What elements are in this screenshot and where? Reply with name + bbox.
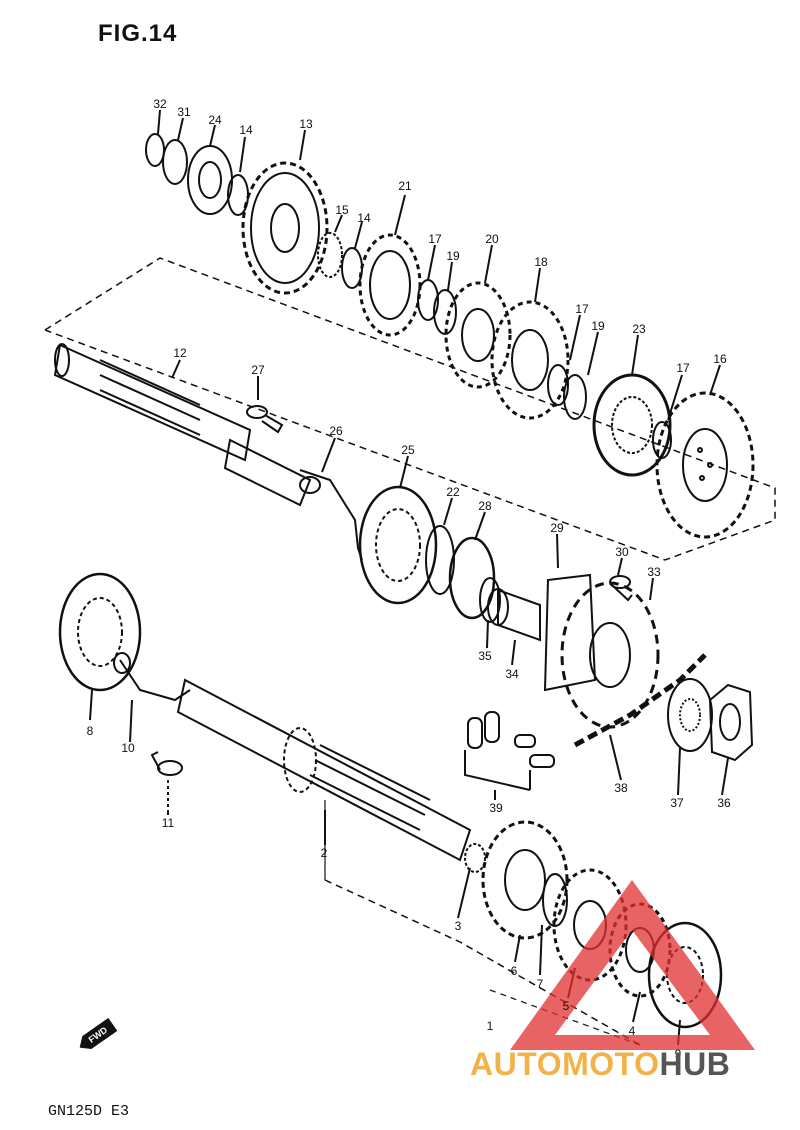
gear-6 [481, 820, 569, 940]
gear-13 [241, 161, 329, 295]
model-code: GN125D E3 [48, 1103, 130, 1120]
part-label: 17 [676, 361, 690, 375]
watermark-logo: AUTOMOTOHUB [470, 1046, 730, 1083]
part-label: 25 [401, 443, 415, 457]
part-label: 27 [251, 363, 265, 377]
group-outline-upper [44, 257, 776, 561]
screw-11 [150, 751, 183, 810]
part-label: 29 [550, 521, 564, 535]
washer-22 [425, 525, 455, 595]
washer-14 [227, 174, 249, 216]
figure-title: FIG.14 [98, 20, 178, 47]
part-label: 12 [173, 346, 187, 360]
part-label: 1 [487, 1019, 494, 1033]
part-label: 17 [575, 302, 589, 316]
part-label: 34 [505, 667, 519, 681]
bearing-8 [58, 572, 142, 692]
plate-29 [543, 573, 597, 692]
part-label: 17 [428, 232, 442, 246]
part-label: 37 [670, 796, 684, 810]
part-label: 11 [162, 816, 175, 830]
circlip-17c [652, 421, 672, 459]
spacer-34 [487, 588, 541, 642]
part-label: 5 [563, 999, 570, 1013]
chain-38 [573, 653, 707, 748]
group-outline-lower [324, 879, 641, 1046]
part-label: 9 [675, 1047, 682, 1061]
part-label: 3 [455, 919, 462, 933]
circlip-17b [547, 364, 569, 406]
part-label: 32 [153, 97, 167, 111]
part-label: 13 [299, 117, 313, 131]
oring-35 [479, 577, 501, 623]
bearing-24 [187, 145, 233, 215]
part-label: 39 [489, 801, 503, 815]
bushing-15 [317, 232, 343, 278]
countershaft-12 [53, 343, 312, 507]
part-label: 23 [632, 322, 646, 336]
part-label: 4 [629, 1024, 636, 1038]
watermark-part3: HUB [659, 1046, 731, 1082]
part-label: 26 [329, 424, 343, 438]
oilseal-28 [448, 536, 496, 620]
circlip-32 [145, 133, 165, 167]
part-label: 31 [177, 105, 191, 119]
gear-18 [490, 300, 570, 420]
washer-31 [162, 139, 188, 185]
part-label: 20 [485, 232, 499, 246]
watermark-triangle-icon [510, 880, 755, 1050]
chain-link-39 [464, 711, 555, 791]
bearing-25 [358, 485, 438, 605]
part-label: 30 [615, 545, 629, 559]
gear-16 [655, 391, 755, 539]
part-label: 16 [713, 352, 727, 366]
part-label: 8 [87, 724, 94, 738]
bolt-27 [246, 405, 284, 434]
washer-19a [433, 289, 457, 335]
nut-36 [708, 683, 754, 762]
part-label: 33 [647, 565, 661, 579]
part-label: 21 [398, 179, 412, 193]
watermark-part1: AUTO [470, 1046, 563, 1082]
watermark-part2: MOTO [562, 1046, 660, 1082]
part-label: 35 [478, 649, 492, 663]
part-label: 28 [478, 499, 492, 513]
part-label: 2 [321, 846, 328, 860]
part-label: 24 [208, 113, 222, 127]
washer-7 [542, 873, 568, 927]
part-label: 19 [446, 249, 460, 263]
part-label: 14 [239, 123, 253, 137]
part-label: 18 [534, 255, 548, 269]
part-label: 19 [591, 319, 605, 333]
lockwasher-37 [667, 678, 713, 752]
bushing-3 [464, 843, 486, 873]
part-label: 36 [717, 796, 731, 810]
part-label: 6 [511, 964, 518, 978]
part-label: 10 [121, 741, 135, 755]
part-label: 14 [357, 211, 371, 225]
part-callout-labels: 32 31 24 14 13 21 15 14 17 19 20 18 17 1… [87, 97, 731, 1061]
part-label: 22 [446, 485, 460, 499]
washer-19b [563, 374, 587, 420]
part-label: 7 [537, 977, 544, 991]
part-label: 38 [614, 781, 628, 795]
mainshaft-2 [176, 678, 472, 862]
part-label: 15 [335, 203, 349, 217]
gear-20 [444, 281, 512, 389]
gear-21 [358, 233, 422, 337]
